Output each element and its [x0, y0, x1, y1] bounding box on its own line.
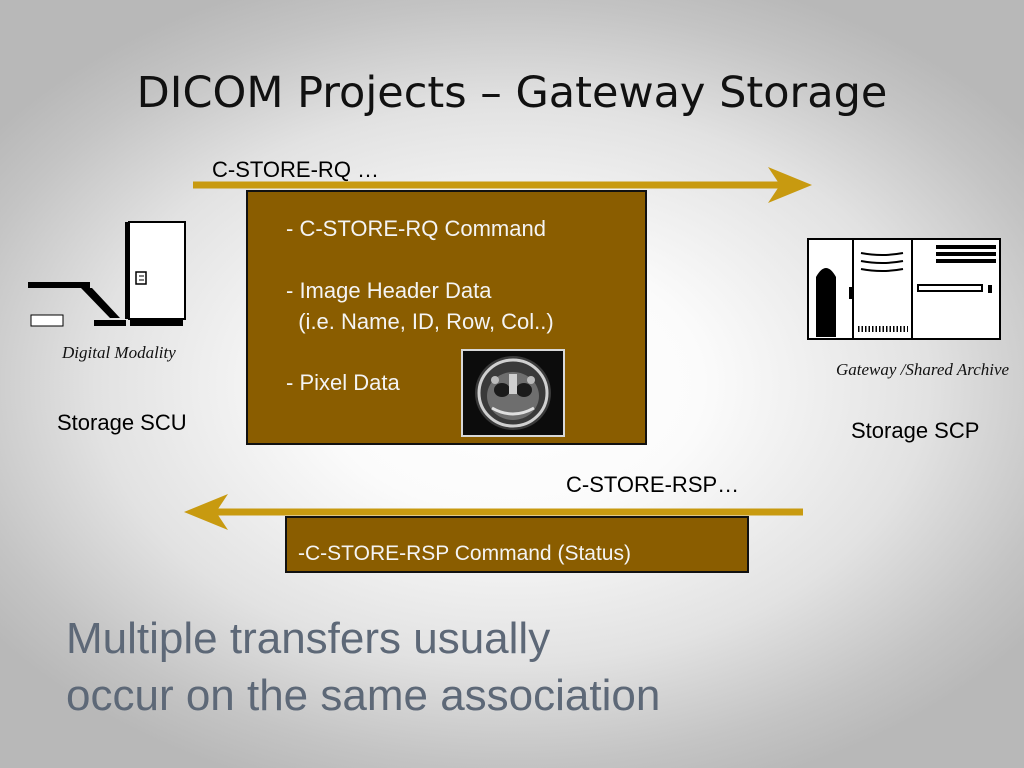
request-line-command: - C-STORE-RQ Command: [286, 216, 546, 241]
request-arrow-label: C-STORE-RQ …: [212, 157, 380, 182]
right-device-caption: Gateway /Shared Archive: [836, 360, 1010, 379]
response-arrow-label: C-STORE-RSP…: [566, 472, 740, 497]
request-line-header-detail: (i.e. Name, ID, Row, Col..): [286, 309, 554, 334]
right-device-role: Storage SCP: [851, 418, 980, 443]
footer-line-2: occur on the same association: [66, 671, 661, 720]
right-device-caption-clip: Gateway /Shared Archive: [836, 360, 1024, 380]
response-line-command: -C-STORE-RSP Command (Status): [298, 542, 631, 565]
digital-modality-icon: [28, 221, 186, 327]
slide-title: DICOM Projects – Gateway Storage: [136, 68, 888, 118]
footer-line-1: Multiple transfers usually: [66, 614, 551, 663]
left-device-caption: Digital Modality: [62, 343, 176, 362]
ct-scan-image: [461, 349, 565, 437]
left-device-role: Storage SCU: [57, 410, 187, 435]
request-message-box: - C-STORE-RQ Command - Image Header Data…: [246, 190, 647, 445]
request-line-pixel: - Pixel Data: [286, 370, 400, 395]
gateway-archive-icon: [807, 238, 1001, 340]
footer-statement: Multiple transfers usually occur on the …: [66, 610, 660, 724]
request-line-header: - Image Header Data: [286, 278, 492, 303]
response-message-box: -C-STORE-RSP Command (Status): [285, 516, 749, 573]
